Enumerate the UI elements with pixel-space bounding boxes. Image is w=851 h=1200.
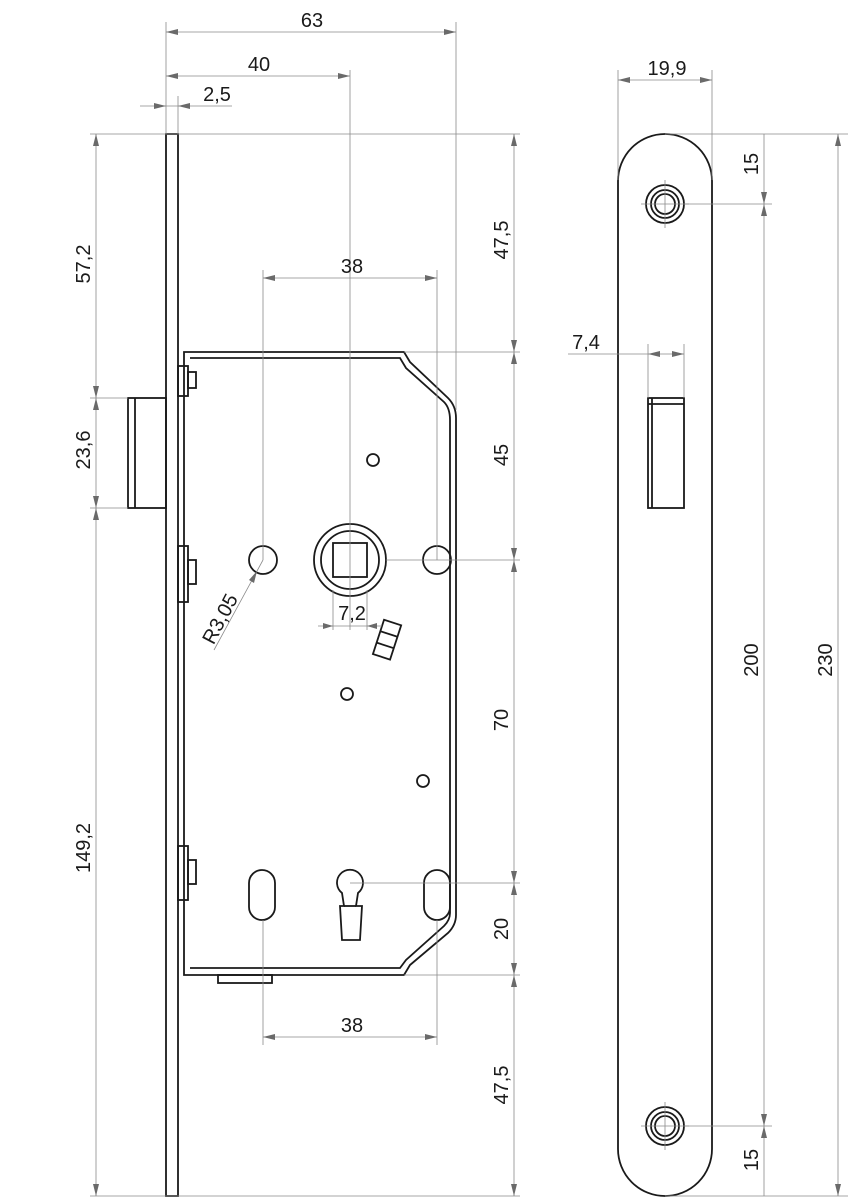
dim-38-bottom: 38 [341, 1015, 363, 1037]
dim-63: 63 [301, 10, 323, 32]
faceplate-dimensions: 19,9 7,4 15 200 15 230 [568, 58, 848, 1197]
dim-200: 200 [741, 643, 763, 676]
slot-right [423, 869, 451, 921]
dim-149-2: 149,2 [73, 823, 95, 873]
dim-20: 20 [491, 918, 513, 940]
dim-47-5-top: 47,5 [491, 221, 513, 260]
dim-r3-05: R3,05 [198, 590, 242, 647]
dim-47-5-bottom: 47,5 [491, 1066, 513, 1105]
case-tab-middle [177, 545, 189, 603]
slot-left [248, 869, 276, 921]
dim-7-4: 7,4 [572, 332, 600, 354]
dim-230: 230 [815, 643, 837, 676]
side-view-dimensions: 63 40 2,5 38 38 7,2 R3,05 [73, 10, 520, 1197]
spring-clip [371, 618, 403, 661]
lock-case [183, 351, 457, 976]
dim-40: 40 [248, 54, 270, 76]
pin-hole-1 [366, 453, 380, 467]
dim-2-5: 2,5 [203, 84, 231, 106]
latch-slot [647, 397, 685, 509]
case-tab-bottom [177, 845, 189, 901]
dim-15-top: 15 [741, 153, 763, 175]
case-bottom-block [217, 974, 273, 984]
dim-38-top: 38 [341, 256, 363, 278]
case-tab-top [177, 365, 189, 397]
faceplate-view [617, 133, 713, 1197]
pin-hole-2 [340, 687, 354, 701]
keyhole [336, 868, 364, 941]
dim-19-9: 19,9 [648, 58, 687, 80]
dim-7-2: 7,2 [338, 603, 366, 625]
dim-23-6: 23,6 [73, 431, 95, 470]
dim-45: 45 [491, 444, 513, 466]
dim-57-2: 57,2 [73, 245, 95, 284]
faceplate-outline [617, 133, 713, 1197]
pin-hole-3 [416, 774, 430, 788]
latch-bolt [127, 397, 167, 509]
dim-15-bottom: 15 [741, 1149, 763, 1171]
dim-70: 70 [491, 709, 513, 731]
forend-strip [165, 133, 179, 1197]
